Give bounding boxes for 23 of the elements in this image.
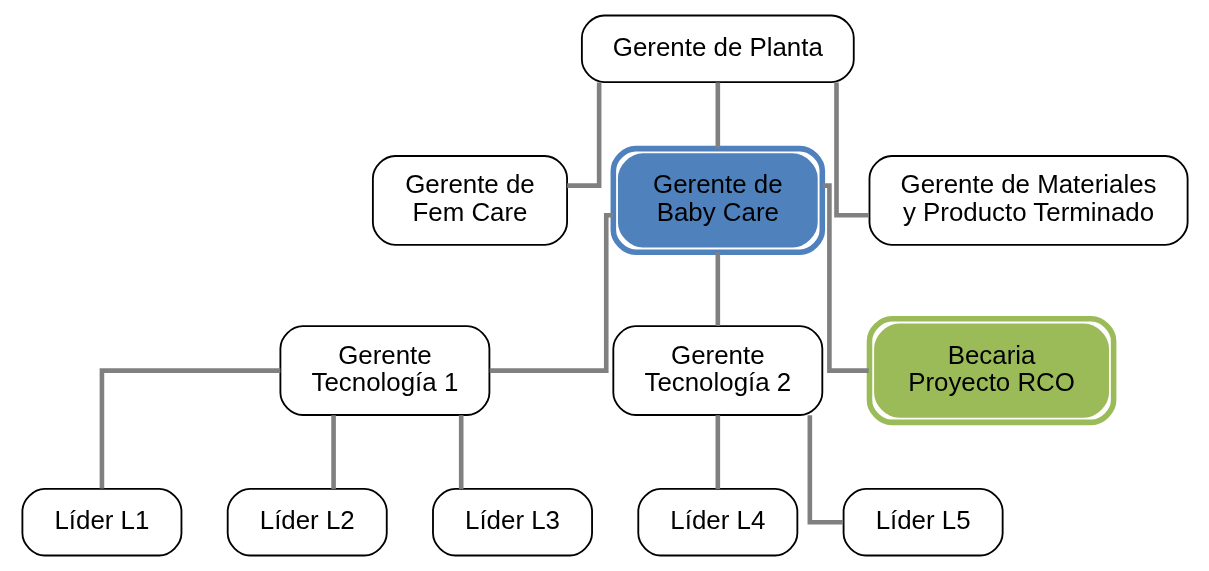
node-box: Líder L5 bbox=[842, 488, 1004, 557]
connector bbox=[833, 82, 869, 218]
connector bbox=[330, 415, 336, 489]
connector bbox=[489, 212, 613, 373]
node-box: Gerente de Fem Care bbox=[371, 155, 568, 246]
connector bbox=[566, 82, 601, 188]
connector bbox=[715, 82, 720, 149]
connector bbox=[807, 415, 843, 525]
node-box: Gerente de Baby Care bbox=[610, 145, 825, 255]
node-box: Gerente de Planta bbox=[580, 14, 855, 83]
connector bbox=[822, 183, 869, 373]
connector bbox=[458, 415, 463, 489]
connector bbox=[715, 415, 720, 489]
node-box: Líder L3 bbox=[431, 488, 593, 557]
node-box: Becaria Proyecto RCO bbox=[866, 316, 1116, 426]
connector bbox=[99, 368, 280, 489]
node-box: Líder L2 bbox=[226, 488, 388, 557]
connector bbox=[715, 252, 720, 326]
node-box: Líder L1 bbox=[20, 488, 182, 557]
node-box: Gerente Tecnología 2 bbox=[611, 325, 823, 416]
node-box: Gerente Tecnología 1 bbox=[279, 325, 490, 416]
node-box: Líder L4 bbox=[636, 488, 798, 557]
node-box: Gerente de Materiales y Producto Terminado bbox=[868, 155, 1189, 246]
